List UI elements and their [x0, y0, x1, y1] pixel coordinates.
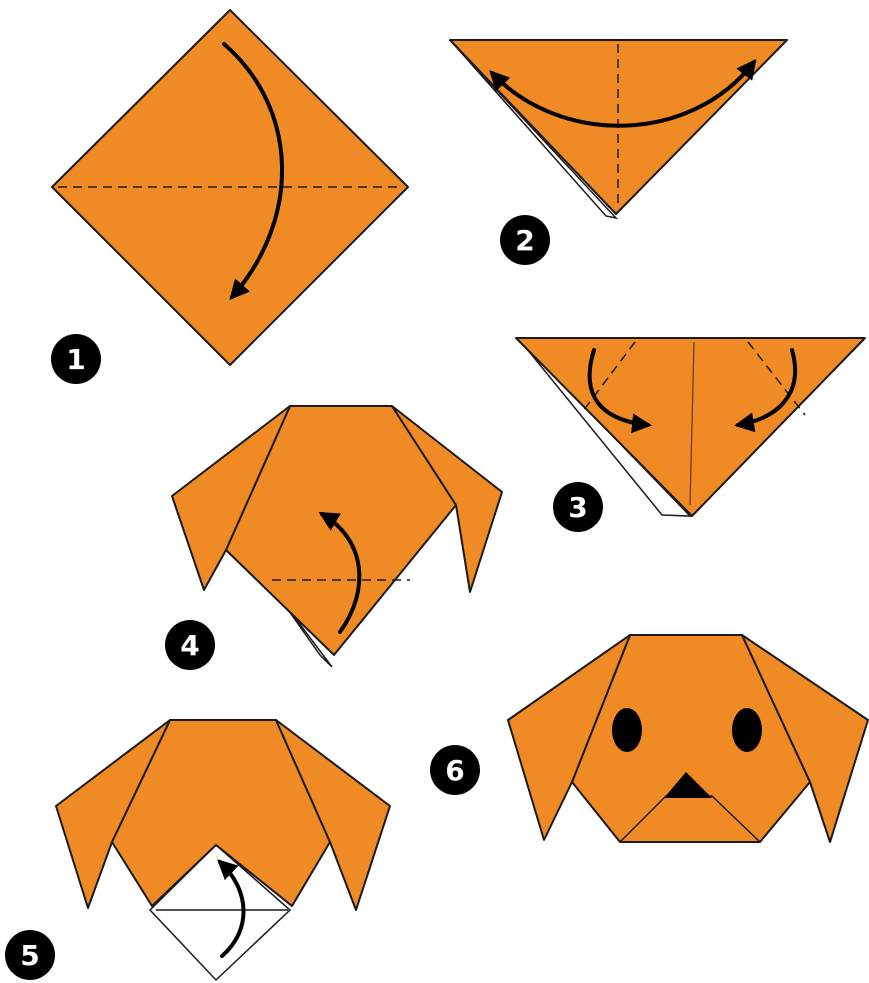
step-6-diagram [508, 635, 868, 842]
left-eye [612, 708, 642, 752]
step-3-badge: 3 [553, 482, 603, 532]
right-eye [732, 708, 762, 752]
step-4-badge: 4 [165, 620, 215, 670]
step-2-diagram [450, 40, 787, 218]
step-number: 6 [445, 754, 464, 787]
step-5-badge: 5 [5, 930, 55, 980]
step-number: 4 [180, 629, 199, 662]
step-1-diagram [52, 10, 408, 365]
step-number: 1 [66, 343, 85, 376]
step-number: 5 [20, 939, 39, 972]
step-number: 3 [568, 491, 587, 524]
step-4-diagram [172, 406, 502, 667]
step-5-diagram [56, 720, 390, 980]
step-2-badge: 2 [500, 215, 550, 265]
step-number: 2 [515, 224, 534, 257]
step-6-badge: 6 [430, 745, 480, 795]
step-1-badge: 1 [51, 334, 101, 384]
